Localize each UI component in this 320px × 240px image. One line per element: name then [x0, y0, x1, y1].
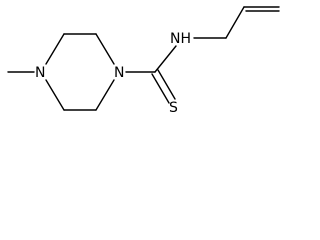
piperazine-bond-c3-n4 [95, 33, 115, 65]
molecule-structure-canvas: N N NH S [0, 0, 286, 115]
thiocarbonyl-to-nh-bond [154, 45, 177, 73]
allyl-single-bond [225, 6, 245, 39]
skeletal-formula: N N NH S [7, 6, 280, 115]
amine-nitrogen-label: NH [170, 31, 191, 47]
piperazine-bond-c6-n1 [45, 79, 65, 111]
ring-nitrogen-right-label: N [114, 65, 124, 81]
piperazine-bond-n1-c2 [45, 33, 65, 65]
ring-nitrogen-left-label: N [35, 65, 45, 81]
piperazine-bond-n4-c5 [95, 79, 115, 111]
thione-double-bond-line-1 [151, 73, 170, 104]
thione-double-bond-line-2 [157, 69, 176, 100]
thione-sulfur-label: S [169, 100, 178, 115]
